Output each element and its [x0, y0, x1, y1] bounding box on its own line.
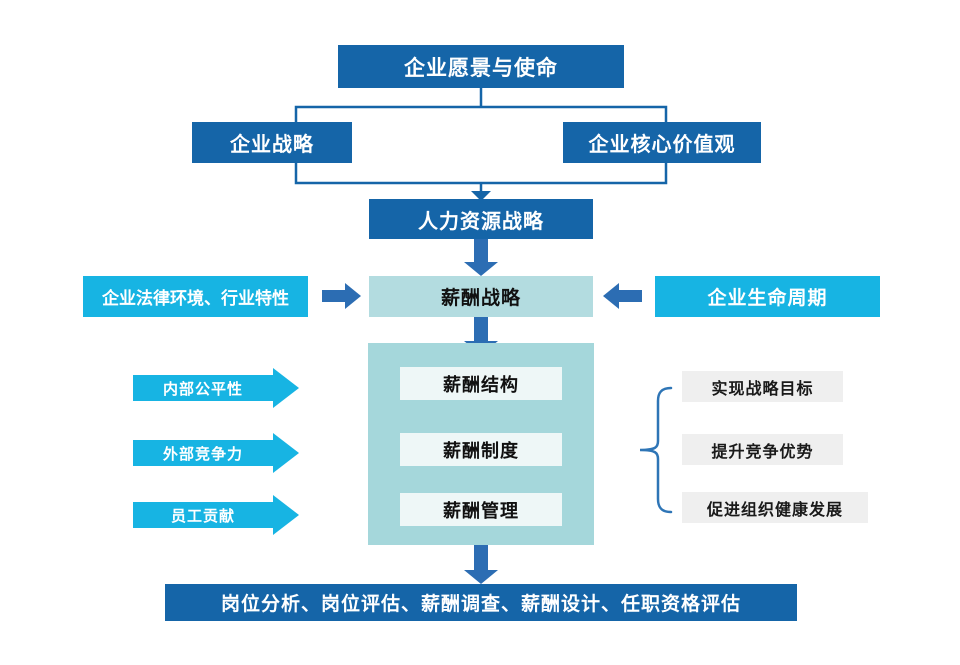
right-arrow-head-icon	[345, 283, 361, 309]
pay-strategy-box: 薪酬战略	[369, 276, 593, 317]
foundation-label: 岗位分析、岗位评估、薪酬调查、薪酬设计、任职资格评估	[220, 594, 741, 615]
legal-environment-label: 企业法律环境、行业特性	[102, 289, 289, 308]
employee-contribution-label: 员工贡献	[133, 502, 273, 528]
goal-strategic-objectives-label: 实现战略目标	[711, 380, 814, 398]
goal-competitive-advantage-label: 提升竞争优势	[711, 443, 814, 461]
down-arrow-2-shaft	[474, 317, 488, 341]
external-competitiveness-arrow: 外部竞争力	[133, 433, 299, 473]
external-competitiveness-label: 外部竞争力	[133, 440, 273, 466]
foundation-bar: 岗位分析、岗位评估、薪酬调查、薪酬设计、任职资格评估	[165, 584, 797, 621]
vision-mission-box: 企业愿景与使命	[338, 45, 624, 88]
right-arrow-shaft	[322, 290, 346, 302]
pay-strategy-label: 薪酬战略	[440, 288, 521, 309]
employee-contribution-arrow: 员工贡献	[133, 495, 299, 535]
vision-mission-label: 企业愿景与使命	[404, 56, 558, 80]
hr-arrow-head-icon	[471, 191, 491, 201]
corporate-strategy-box: 企业战略	[192, 122, 352, 163]
pay-management-label: 薪酬管理	[443, 500, 519, 521]
pay-system-label: 薪酬制度	[443, 440, 519, 461]
internal-fairness-arrow: 内部公平性	[133, 368, 299, 408]
internal-fairness-label: 内部公平性	[133, 375, 273, 401]
down-arrow-3-shaft	[474, 545, 488, 570]
goal-strategic-objectives-box: 实现战略目标	[682, 371, 843, 402]
core-values-box: 企业核心价值观	[563, 122, 761, 163]
pay-system-box: 薪酬制度	[400, 433, 562, 466]
core-values-label: 企业核心价值观	[588, 134, 736, 156]
lifecycle-label: 企业生命周期	[707, 288, 828, 309]
pay-structure-label: 薪酬结构	[443, 374, 519, 395]
internal-fairness-arrowhead-icon	[273, 368, 299, 408]
legal-environment-box: 企业法律环境、行业特性	[83, 276, 308, 317]
hr-strategy-box: 人力资源战略	[369, 199, 593, 239]
goal-competitive-advantage-box: 提升竞争优势	[682, 434, 843, 465]
down-arrow-3-head-icon	[464, 570, 498, 584]
goal-healthy-development-box: 促进组织健康发展	[682, 492, 868, 523]
hr-strategy-label: 人力资源战略	[418, 210, 544, 233]
down-arrow-1-head-icon	[464, 262, 498, 276]
employee-contribution-arrowhead-icon	[273, 495, 299, 535]
goal-healthy-development-label: 促进组织健康发展	[706, 501, 843, 519]
lifecycle-box: 企业生命周期	[655, 276, 880, 317]
down-arrow-1-shaft	[474, 239, 488, 263]
left-arrow-head-icon	[603, 283, 619, 309]
corporate-strategy-label: 企业战略	[230, 134, 314, 156]
pay-management-box: 薪酬管理	[400, 493, 562, 526]
goals-brace-icon	[639, 386, 673, 514]
pay-structure-box: 薪酬结构	[400, 367, 562, 400]
left-arrow-shaft	[618, 290, 642, 302]
external-competitiveness-arrowhead-icon	[273, 433, 299, 473]
